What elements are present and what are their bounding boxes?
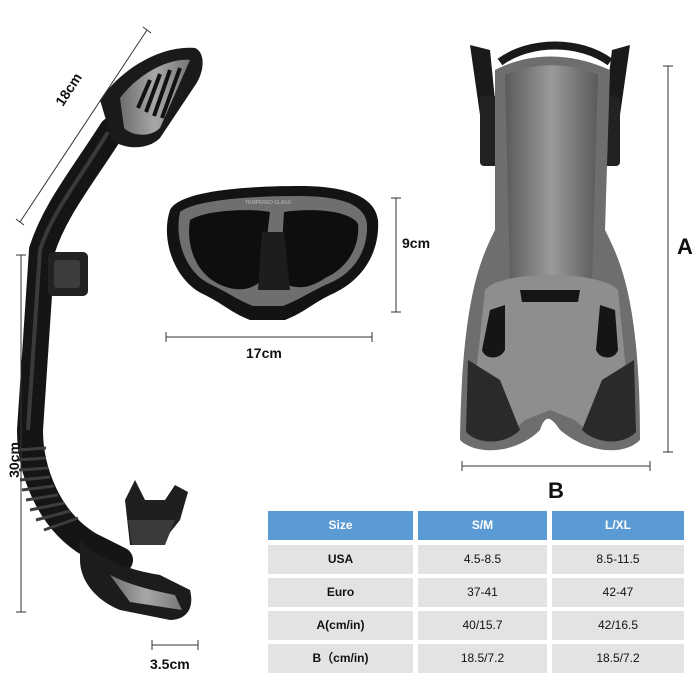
cell-lxl: 18.5/7.2: [552, 644, 684, 673]
fin-width-dimension: B: [548, 478, 564, 503]
mask-width-dimension: 17cm: [246, 345, 282, 361]
snorkel-length-dimension: 30cm: [5, 442, 22, 478]
header-sm: S/M: [418, 511, 547, 540]
mask-height-dimension: 9cm: [402, 235, 431, 251]
table-row: A(cm/in) 40/15.7 42/16.5: [268, 611, 684, 640]
cell-sm: 4.5-8.5: [418, 545, 547, 574]
fin: [460, 41, 640, 451]
cell-sm: 18.5/7.2: [418, 644, 547, 673]
row-label: A(cm/in): [268, 611, 413, 640]
mask-lens-text: TEMPERED GLASS: [245, 200, 292, 206]
cell-lxl: 8.5-11.5: [552, 545, 684, 574]
table-row: USA 4.5-8.5 8.5-11.5: [268, 545, 684, 574]
row-label: USA: [268, 545, 413, 574]
size-table-header: Size S/M L/XL: [268, 511, 684, 540]
cell-sm: 37-41: [418, 578, 547, 607]
table-row: Euro 37-41 42-47: [268, 578, 684, 607]
cell-lxl: 42-47: [552, 578, 684, 607]
header-size: Size: [268, 511, 413, 540]
dimension-lines: [15, 26, 673, 650]
mask: TEMPERED GLASS: [166, 186, 379, 320]
row-label: B（cm/in): [268, 644, 413, 673]
header-lxl: L/XL: [552, 511, 684, 540]
cell-sm: 40/15.7: [418, 611, 547, 640]
table-row: B（cm/in) 18.5/7.2 18.5/7.2: [268, 644, 684, 673]
row-label: Euro: [268, 578, 413, 607]
fin-length-dimension: A: [677, 234, 693, 259]
snorkel-mouth-dimension: 3.5cm: [150, 656, 190, 672]
cell-lxl: 42/16.5: [552, 611, 684, 640]
snorkel: [16, 47, 203, 620]
